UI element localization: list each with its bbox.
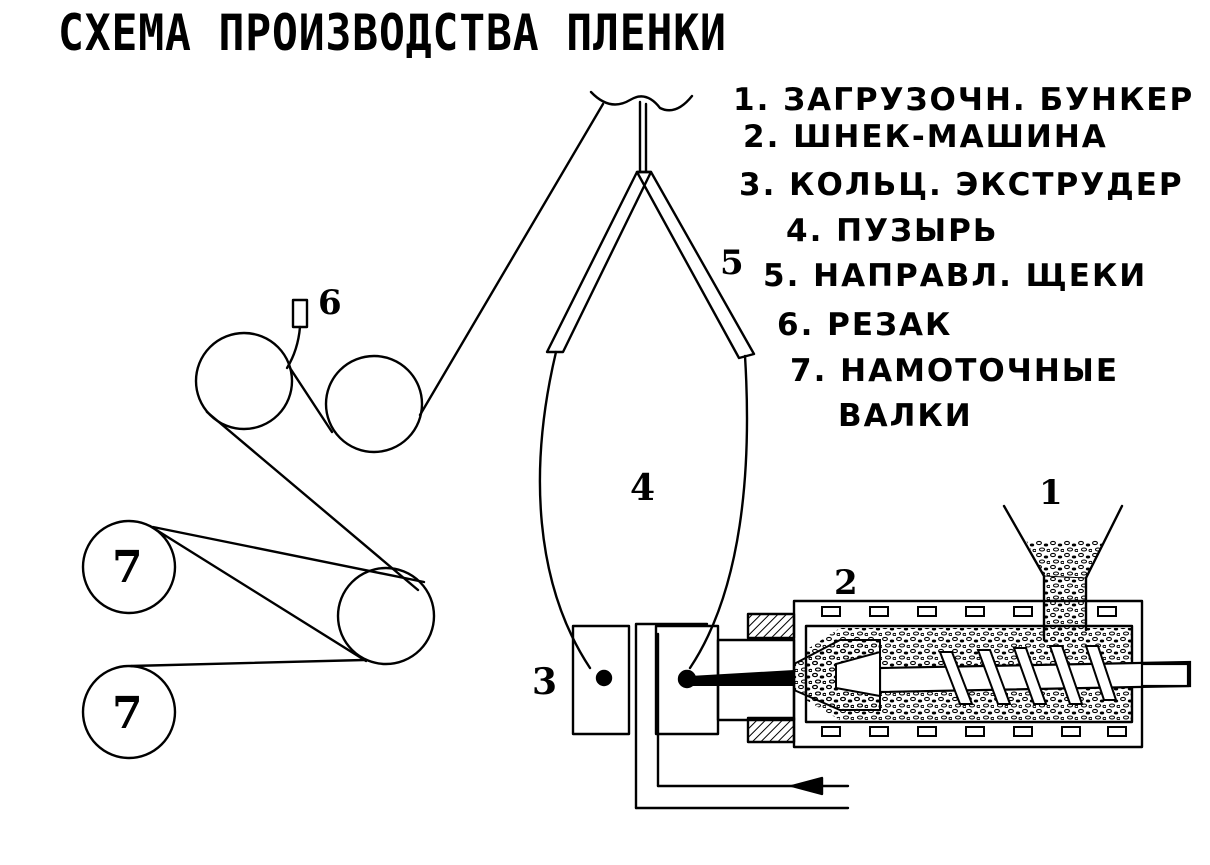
legend-item-winding-rolls-cont: ВАЛКИ — [838, 398, 973, 434]
label-winding-roll-bottom: 7 — [112, 688, 143, 739]
bubble-left — [538, 350, 592, 670]
die-ring-left — [595, 669, 613, 687]
label-cutter: 6 — [318, 283, 342, 323]
cutter — [291, 298, 309, 329]
extruder-die-left — [571, 624, 631, 736]
legend-item-cutter: 6. РЕЗАК — [777, 307, 953, 343]
label-screw-machine: 2 — [834, 563, 858, 603]
legend-item-hopper: 1. ЗАГРУЗОЧН. БУНКЕР — [733, 82, 1195, 118]
screw-shaft-end — [1140, 662, 1190, 688]
label-hopper: 1 — [1039, 473, 1063, 513]
guide-cheeks — [545, 170, 756, 360]
film-web-to-roll — [418, 102, 605, 417]
legend-item-bubble: 4. ПУЗЫРЬ — [786, 213, 999, 249]
legend-item-guide-cheeks: 5. НАПРАВЛ. ЩЕКИ — [763, 258, 1148, 294]
label-guide-cheeks: 5 — [720, 243, 744, 283]
guide-roll-2 — [324, 354, 424, 454]
legend-item-extruder: 3. КОЛЬЦ. ЭКСТРУДЕР — [739, 167, 1184, 203]
film-top-nip — [589, 90, 694, 112]
hopper-left — [1002, 504, 1046, 642]
diagram-title: СХЕМА ПРОИЗВОДСТВА ПЛЕНКИ — [58, 4, 727, 62]
winding-roll-bottom — [81, 664, 177, 760]
legend-item-screw-machine: 2. ШНЕК-МАШИНА — [743, 119, 1108, 155]
flange-top — [746, 612, 796, 640]
guide-roll-3 — [336, 566, 436, 666]
winding-roll-top — [81, 519, 177, 615]
label-winding-roll-top: 7 — [112, 542, 143, 593]
bubble-right — [688, 354, 749, 670]
guide-roll-1 — [194, 331, 294, 431]
legend-item-winding-rolls: 7. НАМОТОЧНЫЕ — [790, 353, 1120, 389]
label-bubble: 4 — [630, 467, 655, 509]
label-extruder: 3 — [532, 661, 557, 703]
flange-bottom — [746, 716, 796, 744]
